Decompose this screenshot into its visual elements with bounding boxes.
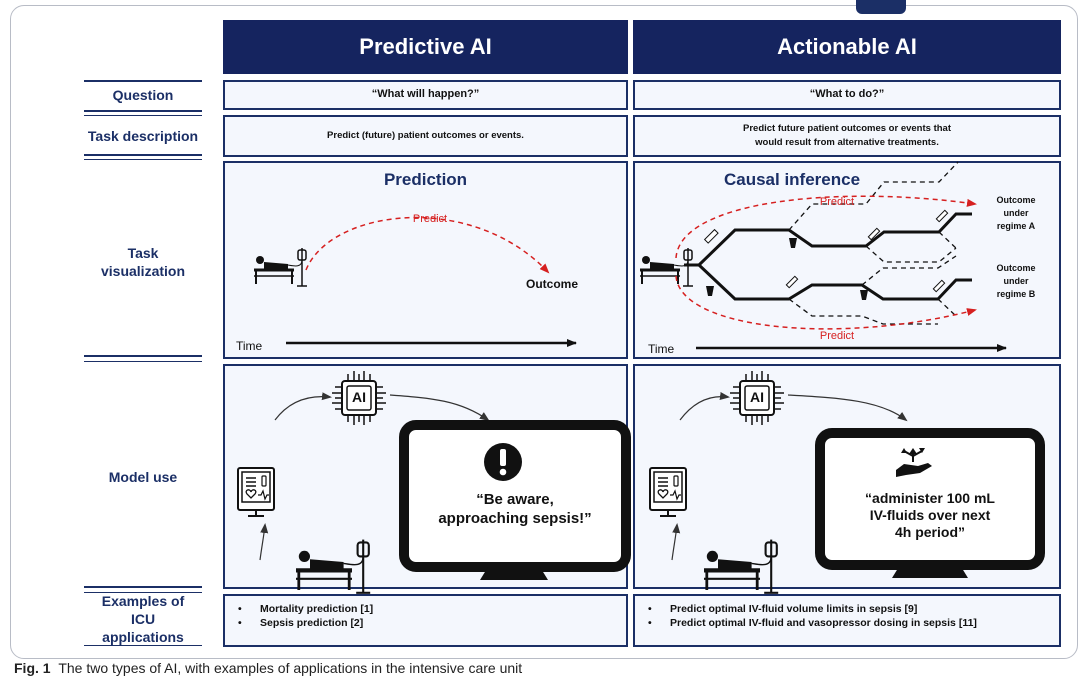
iv-bag-icon [789,238,797,248]
actionable-monitor-text: “administer 100 mL IV-fluids over next 4… [865,490,995,540]
row-separator [84,80,202,82]
patient-bed-icon [296,540,370,593]
row-separator [84,110,202,112]
caption-label: Fig. 1 [14,660,51,676]
predict-label: Predict [412,213,448,225]
row-label-task-description: Task description [87,128,199,144]
list-item: •Predict optimal IV-fluid volume limits … [648,603,918,615]
predictive-task-text: Predict (future) patient outcomes or eve… [327,130,524,141]
patient-bed-icon [638,246,695,288]
row-separator [84,586,202,588]
row-label-question: Question [112,87,174,103]
predictive-viz-box [223,161,628,359]
actionable-question: “What to do?” [809,88,885,100]
header-predictive-ai: Predictive AI [223,20,628,74]
predictive-question-box [223,80,628,110]
predictive-task-box [223,115,628,157]
list-item: •Sepsis prediction [2] [238,617,364,629]
row-label-model-use: Model use [108,469,178,485]
syringe-icon [867,227,881,241]
header-actionable-ai: Actionable AI [633,20,1061,74]
actionable-task-text-2: would result from alternative treatments… [755,137,939,148]
predict-label-bottom: Predict [819,330,855,342]
iv-bag-icon [860,290,868,300]
syringe-icon [703,228,719,244]
patient-bed-icon [704,540,778,593]
row-separator [84,355,202,357]
outcome-label: Outcome [525,277,578,291]
row-label-task-visualization: Task visualization [100,245,186,279]
caption-text: The two types of AI, with examples of ap… [58,660,523,676]
row-separator [84,645,202,646]
syringe-icon [935,209,949,223]
vital-monitor-icon [649,467,687,517]
hand-decision-icon [896,448,932,477]
ai-chip-label: AI [352,389,366,405]
row-separator [84,154,202,156]
actionable-examples-box [633,594,1061,647]
list-item: •Predict optimal IV-fluid and vasopresso… [648,617,977,629]
list-item: •Mortality prediction [1] [238,603,374,615]
predictive-examples-list: •Mortality prediction [1] •Sepsis predic… [238,602,373,630]
time-label: Time [236,339,263,353]
actionable-examples-list: •Predict optimal IV-fluid volume limits … [648,602,977,630]
syringe-icon [932,279,946,293]
predictive-question: “What will happen?” [371,88,480,100]
row-separator [84,115,202,116]
causal-inference-title: Causal inference [723,170,861,189]
patient-bed-icon [252,246,309,288]
actionable-task-text-1: Predict future patient outcomes or event… [743,123,951,134]
syringe-icon [785,275,799,289]
time-label: Time [648,342,675,356]
corner-tab [856,0,906,14]
iv-bag-icon [706,286,714,296]
actionable-question-box [633,80,1061,110]
figure-caption: Fig. 1 The two types of AI, with example… [14,660,522,676]
actionable-task-box [633,115,1061,157]
vital-monitor-icon [237,467,275,517]
row-separator [84,159,202,160]
predictive-monitor-text: “Be aware, approaching sepsis!” [438,491,592,527]
prediction-title: Prediction [383,170,468,189]
ai-chip-label: AI [750,389,764,405]
predict-label-top: Predict [819,196,855,208]
row-separator [84,592,202,593]
predictive-examples-box [223,594,628,647]
row-separator [84,361,202,362]
